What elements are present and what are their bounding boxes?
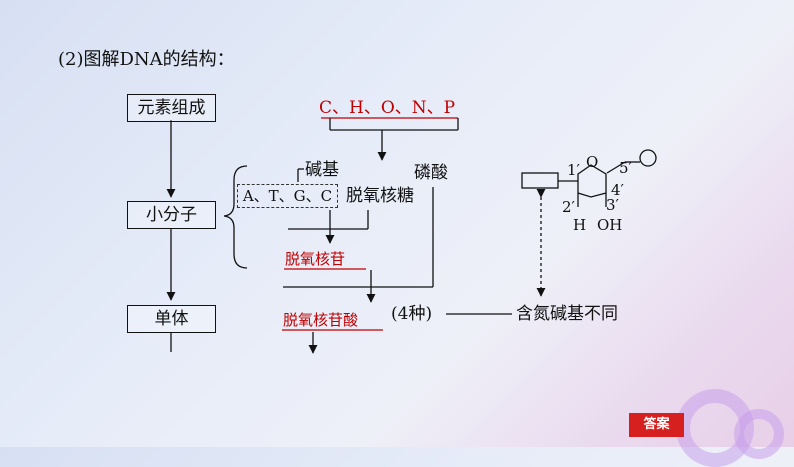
- base-label: 碱基: [305, 160, 339, 180]
- carbon-2-label: 2′: [562, 198, 575, 216]
- section-heading: (2)图解DNA的结构：: [58, 49, 235, 70]
- carbon-4-label: 4′: [611, 181, 624, 199]
- monomer-box: 单体: [127, 305, 216, 333]
- deoxyribose-label: 脱氧核糖: [346, 186, 414, 206]
- bases-box: A、T、G、C: [237, 184, 338, 208]
- ring-oxygen-label: O: [586, 153, 599, 171]
- hydrogen-label: H: [573, 216, 587, 234]
- carbon-5-label: 5′: [619, 159, 632, 177]
- phosphate-label: 磷酸: [414, 163, 448, 183]
- elements-list: C、H、O、N、P: [319, 98, 456, 118]
- connector-lines: [166, 117, 657, 354]
- carbon-1-label: 1′: [567, 161, 580, 179]
- elements-box: 元素组成: [127, 94, 216, 122]
- hydroxyl-label: OH: [597, 216, 623, 234]
- difference-note: 含氮碱基不同: [516, 304, 618, 324]
- nucleotide-count: (4种): [391, 304, 433, 324]
- nucleotide-answer: 脱氧核苷酸: [283, 311, 359, 329]
- answer-button[interactable]: 答案: [629, 413, 684, 437]
- nucleoside-answer: 脱氧核苷: [285, 250, 346, 268]
- carbon-3-label: 3′: [606, 196, 619, 214]
- small-molecule-box: 小分子: [127, 201, 216, 229]
